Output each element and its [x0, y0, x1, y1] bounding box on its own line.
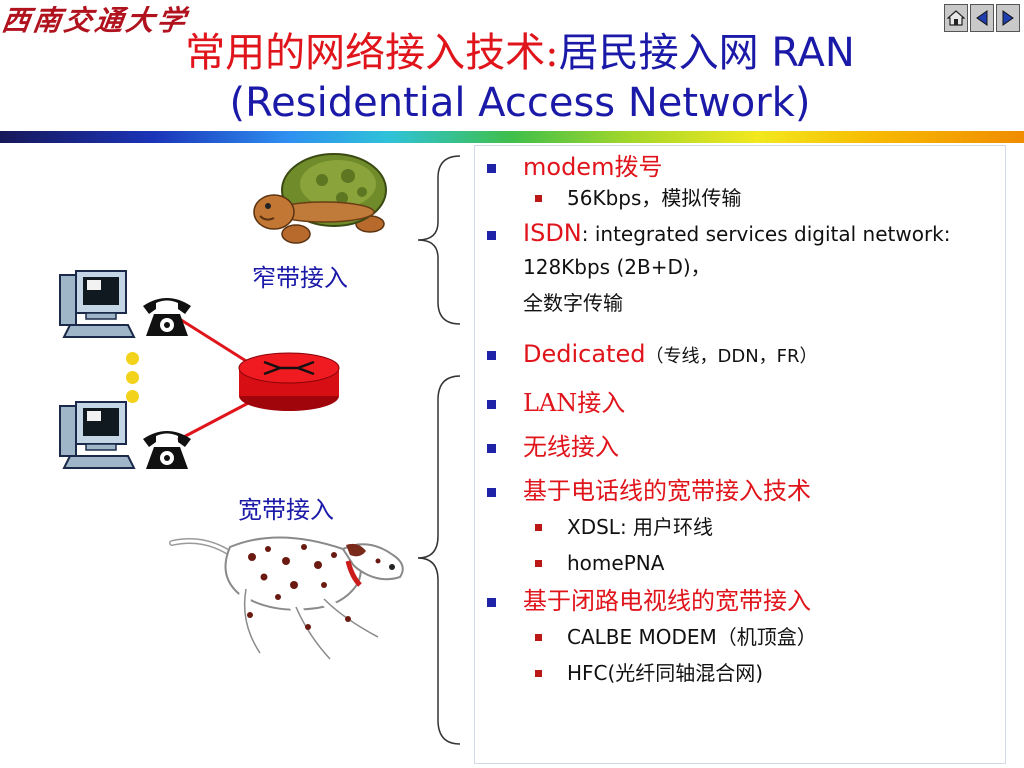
previous-icon [976, 10, 988, 26]
modem-label-cn: 拨号 [614, 153, 663, 181]
home-button[interactable] [944, 4, 968, 32]
title-chinese: 常用的网络接入技术: [185, 30, 559, 76]
title-line-1: 常用的网络接入技术:居民接入网 RAN [60, 28, 980, 78]
dalmatian-illustration [169, 536, 404, 665]
broadband-label: 宽带接入 [238, 496, 334, 524]
telephone-icon [143, 431, 191, 469]
next-button[interactable] [996, 4, 1020, 32]
isdn-text-cn: 全数字传输 [523, 291, 623, 315]
list-item-homepna: homePNA [478, 548, 998, 578]
list-item-isdn: ISDN: integrated services digital networ… [478, 217, 998, 323]
isdn-text: : integrated services digital network: 1… [523, 222, 951, 279]
turtle-illustration [253, 153, 387, 244]
narrowband-label: 窄带接入 [252, 264, 348, 292]
list-item-wireless: 无线接入 [478, 430, 998, 464]
broadband-brace [417, 375, 461, 745]
title-line-2: (Residential Access Network) [229, 80, 811, 126]
title-divider [0, 131, 1024, 143]
narrowband-brace [417, 155, 461, 325]
list-item-lan: LAN接入 [478, 386, 998, 420]
telephone-icon [143, 298, 191, 336]
home-icon [947, 10, 965, 26]
dedicated-detail: （专线，DDN，FR） [645, 346, 818, 367]
slide-title: 常用的网络接入技术:居民接入网 RAN (Residential Access … [60, 28, 980, 128]
computer-icon [59, 270, 136, 338]
list-item-modem: modem拨号 [478, 150, 998, 184]
title-ran: 居民接入网 RAN [558, 30, 855, 76]
next-icon [1002, 10, 1014, 26]
computer-icon [59, 401, 136, 469]
isdn-label: ISDN [523, 219, 582, 247]
modem-label: modem [523, 153, 615, 181]
list-item-phone-line: 基于电话线的宽带接入技术 [478, 474, 998, 508]
list-item-xdsl: XDSL: 用户环线 [478, 512, 998, 542]
list-item-cable-modem: CALBE MODEM（机顶盒） [478, 622, 998, 652]
router-icon [238, 352, 340, 411]
dedicated-label: Dedicated [523, 340, 646, 368]
list-item-cable: 基于闭路电视线的宽带接入 [478, 584, 998, 618]
connection-lines [177, 316, 255, 442]
previous-button[interactable] [970, 4, 994, 32]
slide-navigation [944, 4, 1020, 32]
list-item-modem-speed: 56Kbps，模拟传输 [478, 183, 998, 213]
access-technology-list: modem拨号 56Kbps，模拟传输 ISDN: integrated ser… [478, 150, 998, 688]
content-panel [474, 145, 1006, 764]
list-item-hfc: HFC(光纤同轴混合网) [478, 658, 998, 688]
list-item-dedicated: Dedicated（专线，DDN，FR） [478, 337, 998, 374]
